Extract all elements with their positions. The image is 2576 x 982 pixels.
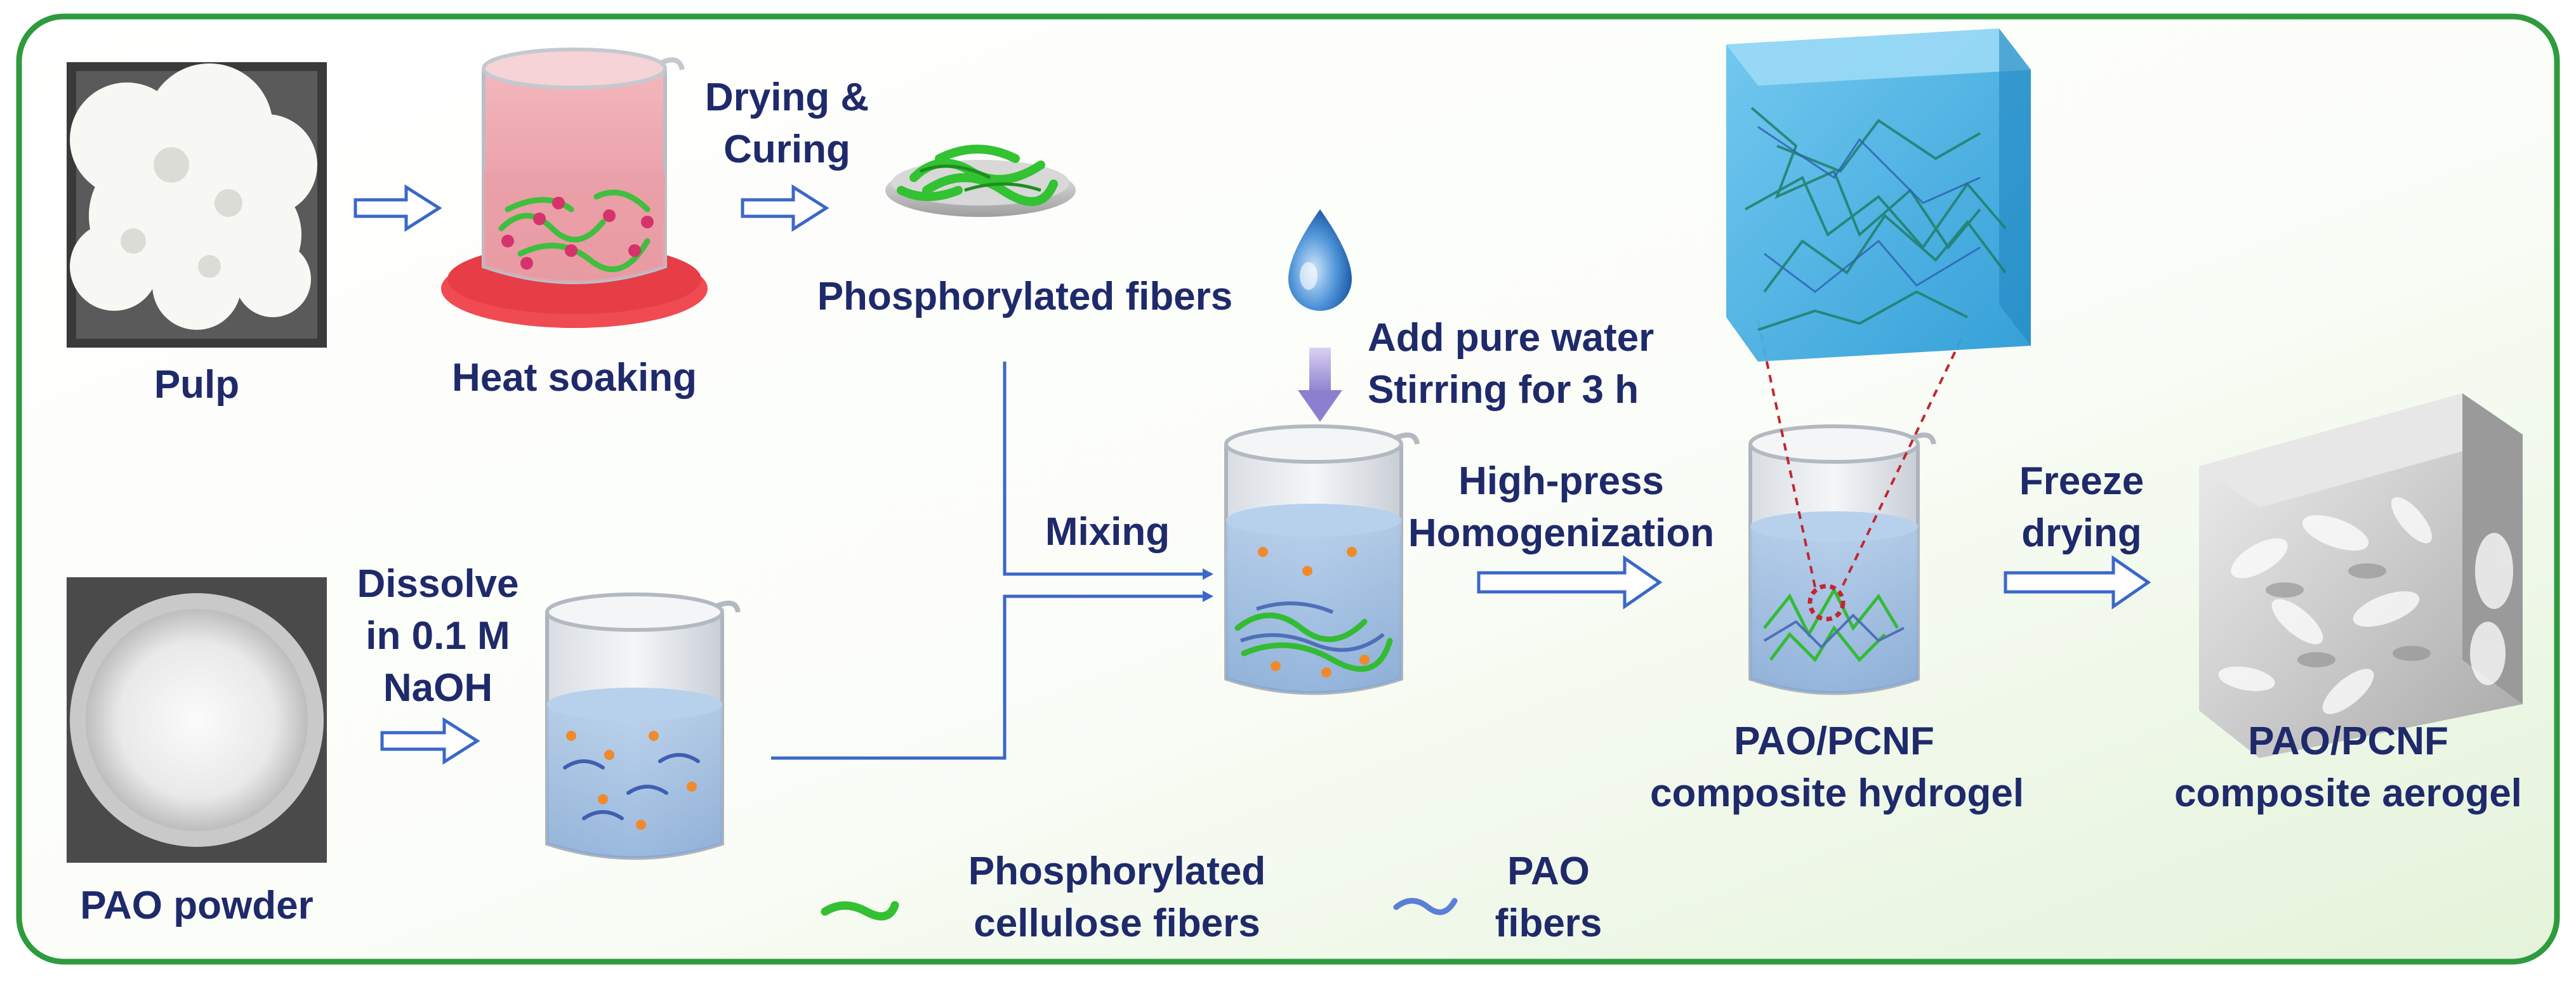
arrow-homogenization [1477, 555, 1663, 610]
blue-fiber-icon [1393, 898, 1458, 915]
water-drop-icon [1288, 209, 1352, 311]
drying-curing-label: Drying &Curing [704, 75, 869, 171]
arrow-pulp-to-soaking [353, 184, 442, 232]
pao-powder-photo [67, 577, 327, 863]
aerogel-cube [2199, 393, 2523, 758]
arrow-soaking-to-drying [741, 184, 829, 232]
pao-powder-label: PAO powder [80, 884, 314, 927]
connector-arrowhead-bottom [1203, 591, 1213, 602]
fibers-plate [885, 145, 1076, 217]
down-arrow-icon [1298, 348, 1342, 422]
hydrogel-cube [1726, 29, 2031, 362]
connector-arrowhead-top [1203, 568, 1213, 580]
mixing-beaker [1224, 424, 1420, 695]
pulp-photo [67, 62, 327, 348]
pulp-label: Pulp [154, 363, 240, 407]
arrow-powder-to-dissolve [380, 717, 480, 765]
mixing-label: Mixing [1045, 510, 1170, 554]
connector-lines [771, 362, 1203, 760]
green-fiber-icon [821, 901, 899, 920]
arrow-freeze-drying [2004, 555, 2151, 610]
flow-arrows [353, 184, 2151, 765]
phosphorylated-fibers-label: Phosphorylated fibers [817, 275, 1233, 318]
zoom-lines [1757, 320, 1962, 594]
hydrogel-beaker [1748, 424, 1936, 695]
heat-soaking-beaker [441, 48, 708, 328]
heat-soaking-label: Heat soaking [452, 356, 697, 400]
dissolve-beaker [545, 592, 741, 860]
